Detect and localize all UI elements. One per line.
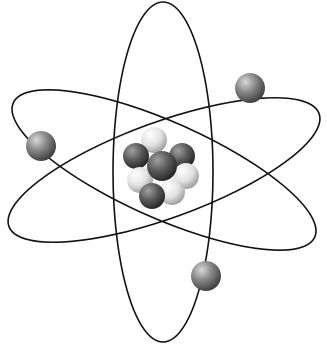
nucleus [123, 127, 199, 209]
electron [235, 73, 265, 103]
electron [26, 131, 56, 161]
proton [139, 183, 165, 209]
electron [191, 261, 221, 291]
proton [147, 151, 177, 181]
proton [123, 143, 149, 169]
